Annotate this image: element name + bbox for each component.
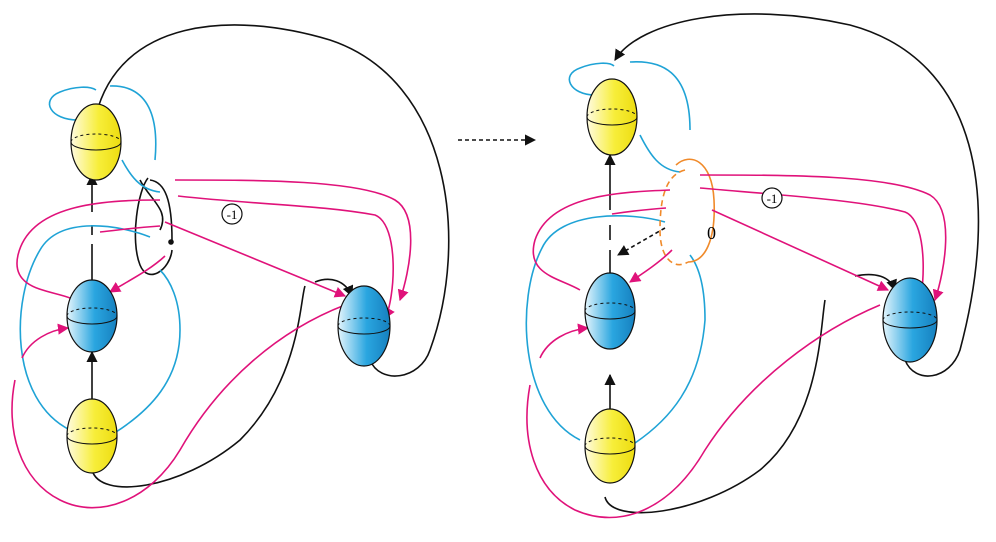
black-strand-arrow-right [314,278,354,298]
blue-strand-top-right [629,60,691,131]
pink-strand-to-left-ball [629,249,673,283]
diagram-right: -1 0 [525,13,980,519]
blue-strand-top-left [568,62,615,96]
diagram-left: -1 [11,24,450,509]
framing-label-left: -1 [221,203,243,225]
pink-strand-to-right-ball [711,209,890,291]
pink-strand-short-left [21,323,70,359]
black-strand-lower [604,299,826,514]
black-strands [86,24,450,488]
pink-strand-short-left [539,323,590,359]
ball-yellow-top [70,103,122,181]
blue-strand-right-loop [115,269,181,433]
blue-strand-left-loop [525,215,666,441]
black-strand-lower [91,285,306,488]
blue-strand-left-loop [19,225,151,431]
surgery-label-zero: 0 [707,223,716,243]
black-clasp-right [149,179,173,241]
blue-strand-neck [121,159,161,193]
ball-blue-left [66,279,118,353]
black-dot [168,239,174,245]
ball-yellow-bottom [584,408,636,484]
blue-strand-top-left [48,86,97,121]
pink-strands [526,174,947,519]
blue-strand-neck [639,134,681,173]
black-strand-top-loop [93,24,450,377]
framing-label-text: -1 [227,207,238,222]
ball-blue-right [337,285,391,367]
ball-blue-right [882,277,938,363]
pink-strand-bottom-loop [11,304,346,509]
framing-label-text: -1 [767,191,778,206]
pink-strand-upper-left [532,189,671,291]
black-dashed-arrow-to-zero [617,227,666,256]
blue-strands [525,60,706,446]
black-clasp-left [134,177,173,276]
pink-strand-to-left-ball [109,255,166,293]
blue-strand-right-loop [631,254,706,446]
pink-strand-to-right-ball [164,221,347,298]
blue-strand-top-right [109,85,157,161]
pink-strand-outer-top [699,174,947,302]
pink-strand-inner-top [177,195,395,319]
black-strand-top-loop [614,13,980,377]
ball-blue-left [584,272,636,350]
framing-label-right: -1 [761,187,783,209]
ball-yellow-bottom [66,398,118,474]
pink-strand-outer-top [174,179,412,302]
pink-strand-bottom-loop [526,304,881,519]
pink-strand-short [611,207,667,215]
orange-surgery-curve [659,158,716,266]
pink-strand-short [99,225,161,233]
blue-strands [19,85,181,433]
pink-strand-upper-left [16,199,161,299]
ball-yellow-top [586,78,638,156]
pink-strands [11,179,412,509]
